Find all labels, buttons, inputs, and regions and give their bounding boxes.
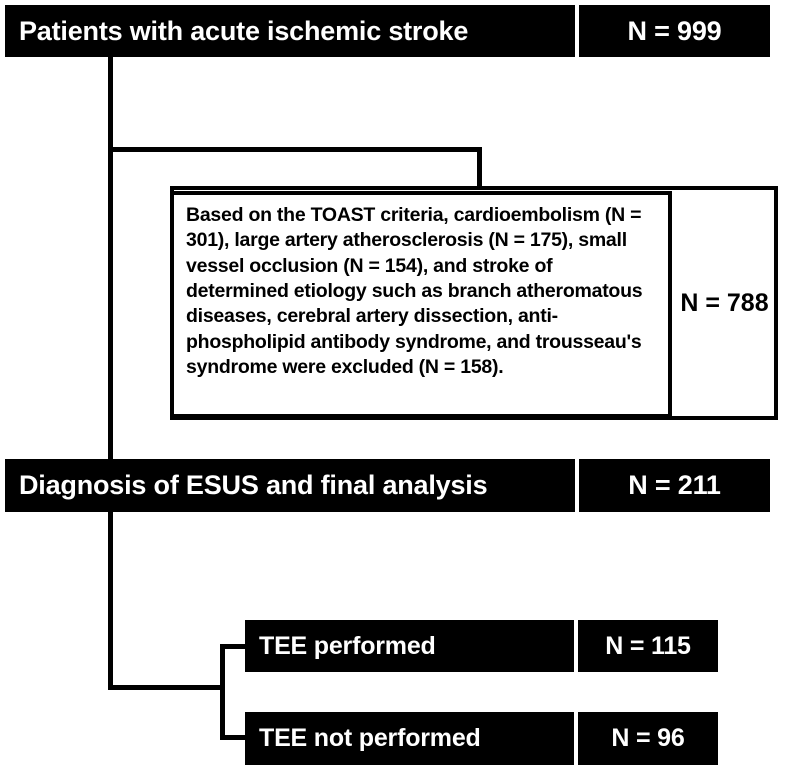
connector-tee-bracket (220, 644, 225, 740)
connector-main-spine (108, 57, 113, 690)
connector-exclusion-vertical (477, 147, 482, 189)
node-enrolled-label: Patients with acute ischemic stroke (19, 15, 469, 46)
connector-tee-performed-stub (220, 644, 247, 649)
connector-tee-horizontal (108, 685, 225, 690)
node-excluded-count: N = 788 (680, 288, 769, 317)
node-enrolled-divider (575, 5, 579, 57)
node-tee-not-performed-divider (574, 712, 578, 765)
node-tee-not-performed: TEE not performed N = 96 (245, 712, 718, 765)
node-tee-performed-label: TEE performed (259, 631, 436, 660)
connector-exclusion-horizontal (108, 147, 482, 152)
node-esus: Diagnosis of ESUS and final analysis N =… (5, 459, 770, 512)
node-esus-divider (575, 459, 579, 512)
connector-tee-not-performed-stub (220, 735, 247, 740)
node-tee-performed-divider (574, 620, 578, 672)
node-tee-not-performed-count: N = 96 (611, 724, 685, 752)
node-excluded-label: Based on the TOAST criteria, cardioembol… (186, 204, 643, 379)
node-excluded-textbox: Based on the TOAST criteria, cardioembol… (170, 191, 672, 418)
node-enrolled-count: N = 999 (627, 15, 722, 46)
node-tee-performed: TEE performed N = 115 (245, 620, 718, 672)
node-esus-count: N = 211 (628, 470, 721, 500)
node-enrolled: Patients with acute ischemic stroke N = … (5, 5, 770, 57)
node-tee-not-performed-label: TEE not performed (259, 724, 481, 752)
node-tee-performed-count: N = 115 (605, 631, 691, 660)
node-esus-label: Diagnosis of ESUS and final analysis (19, 470, 488, 500)
